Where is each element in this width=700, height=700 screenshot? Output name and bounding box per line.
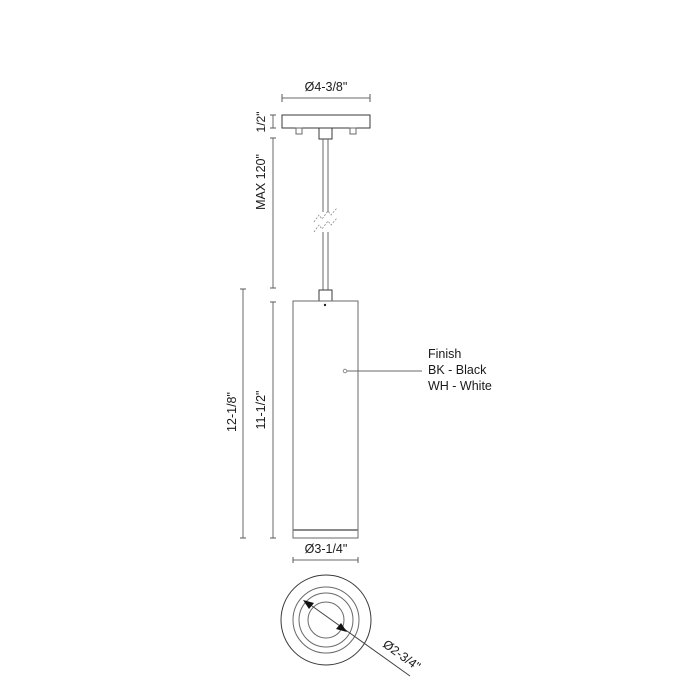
overall-height-label: 12-1/8"	[225, 392, 239, 432]
break-symbol-icon	[313, 207, 338, 233]
shade-height-dimension: 11-1/2"	[254, 301, 276, 539]
cord-length-dimension: MAX 120"	[254, 137, 276, 289]
canopy-height-dimension: 1/2"	[254, 112, 276, 133]
canopy-diameter-dimension: Ø4-3/8"	[281, 80, 371, 102]
finish-leader	[342, 368, 422, 374]
bottom-view: Ø2-3/4"	[280, 574, 423, 677]
shade-connector	[318, 289, 333, 302]
finish-callout: Finish BK - Black WH - White	[428, 347, 492, 393]
cord	[313, 139, 338, 290]
shade-height-label: 11-1/2"	[254, 391, 268, 430]
shade-diameter-label: Ø3-1/4"	[305, 542, 348, 556]
aperture-diameter-arrow-icon	[303, 600, 411, 677]
shade-diameter-dimension: Ø3-1/4"	[292, 542, 359, 563]
canopy-height-label: 1/2"	[254, 112, 268, 133]
overall-height-dimension: 12-1/8"	[225, 288, 246, 539]
finish-option-black: BK - Black	[428, 363, 487, 377]
finish-title: Finish	[428, 347, 461, 361]
canopy	[281, 114, 371, 140]
canopy-diameter-label: Ø4-3/8"	[305, 80, 348, 94]
finish-option-white: WH - White	[428, 379, 492, 393]
cord-length-label: MAX 120"	[254, 154, 268, 210]
cylinder-shade	[292, 300, 359, 539]
aperture-diameter-label: Ø2-3/4"	[380, 637, 423, 673]
